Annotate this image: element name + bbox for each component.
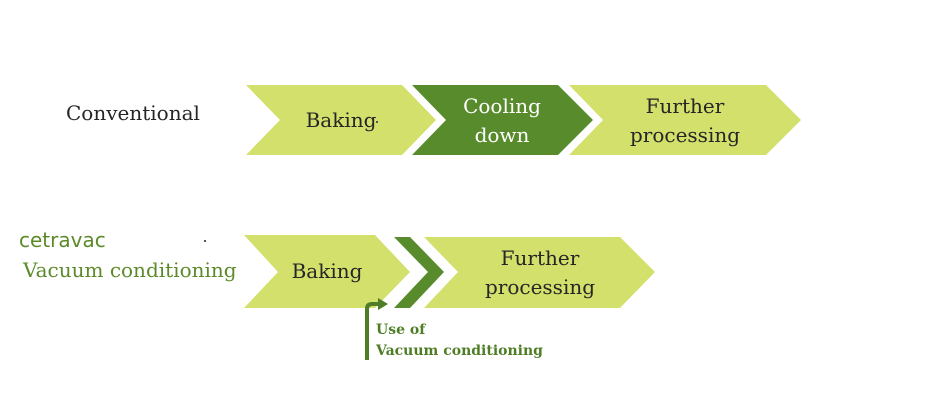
arrow-head-icon xyxy=(378,298,388,310)
cetravac-brand-label: cetravac xyxy=(19,228,106,252)
vacuum-step-conditioning-shape xyxy=(394,237,444,308)
conventional-step-further-shape xyxy=(569,85,801,155)
stray-dot xyxy=(376,121,378,123)
conventional-step-further-text: Further processing xyxy=(629,94,741,147)
conventional-label: Conventional xyxy=(66,101,200,125)
annotation-connector-arrow xyxy=(365,302,380,360)
conventional-step-baking-text: Baking xyxy=(305,108,377,132)
vacuum-step-further-shape xyxy=(424,237,655,308)
vacuum-step-further-text: Further processing xyxy=(484,246,596,299)
conventional-step-cooling-shape xyxy=(412,85,593,155)
vacuum-annotation-text: Use of Vacuum conditioning xyxy=(376,322,543,359)
conventional-step-baking-shape xyxy=(246,85,436,155)
conventional-step-cooling-text: Cooling down xyxy=(463,94,541,147)
vacuum-step-baking-text: Baking xyxy=(291,259,363,283)
vacuum-conditioning-label: Vacuum conditioning xyxy=(23,258,237,282)
stray-dot xyxy=(204,240,206,242)
vacuum-step-baking-shape xyxy=(244,235,410,308)
